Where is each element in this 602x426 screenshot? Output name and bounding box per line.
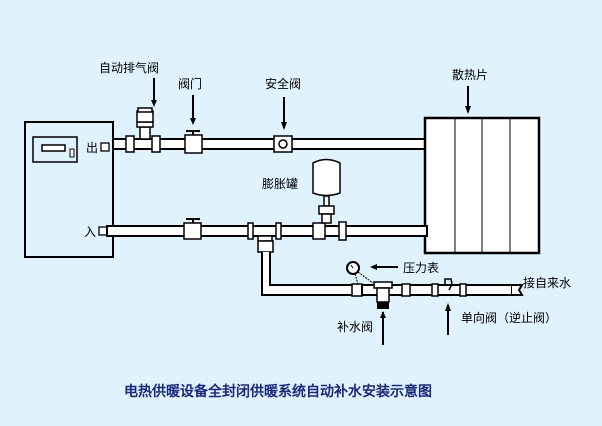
inlet-port	[98, 226, 108, 236]
valve-label: 阀门	[178, 76, 202, 91]
gate-valve	[184, 130, 203, 154]
pressure-gauge	[346, 261, 374, 285]
indicator-light	[69, 148, 75, 158]
safety-valve-label: 安全阀	[265, 76, 301, 91]
check-valve-label: 单向阀（逆止阀）	[461, 310, 557, 325]
tap-water-label: 接自来水	[523, 275, 571, 290]
outlet-label: 出	[86, 141, 98, 155]
safety-valve	[273, 135, 293, 153]
return-pipe	[106, 218, 428, 241]
electric-boiler: 出 入	[24, 121, 114, 258]
outlet-port	[100, 142, 110, 152]
display-screen	[41, 144, 66, 152]
expansion-tank-label: 膨胀罐	[262, 177, 298, 191]
makeup-valve-label: 补水阀	[337, 320, 373, 334]
expansion-tank	[312, 158, 341, 224]
radiator-label: 散热片	[452, 67, 488, 82]
radiator	[423, 116, 541, 255]
auto-air-vent	[136, 107, 154, 140]
supply-pipe	[112, 135, 428, 153]
makeup-valve	[373, 281, 467, 309]
pressure-gauge-label: 压力表	[403, 261, 439, 275]
diagram-title: 电热供暖设备全封闭供暖系统自动补水安装示意图	[124, 383, 432, 400]
check-valve	[444, 278, 453, 291]
auto-air-vent-label: 自动排气阀	[99, 60, 159, 75]
inlet-label: 入	[84, 225, 96, 239]
